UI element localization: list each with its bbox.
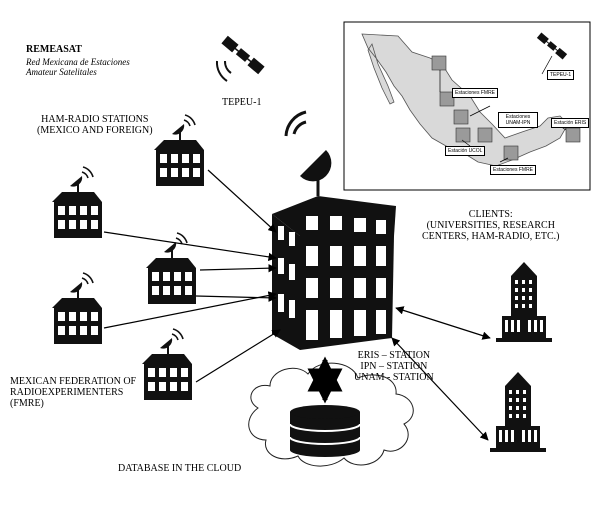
- fmre-label-line-3: (FMRE): [10, 398, 44, 409]
- map-label-fmre-south: Estaciones FMRE: [490, 165, 537, 175]
- ham-station-lower-left: [51, 272, 103, 345]
- ham-station-left: [51, 166, 103, 239]
- central-station-building: [272, 110, 396, 350]
- subtitle: Red Mexicana de Estaciones Amateur Satel…: [26, 57, 130, 77]
- client-arrows: [391, 306, 491, 441]
- central-station-label: ERIS – STATION IPN – STATION UNAM - STAT…: [354, 350, 434, 383]
- clients-label-line-3: CENTERS, HAM-RADIO, ETC.): [422, 231, 560, 242]
- fmre-label: MEXICAN FEDERATION OF RADIOEXPERIMENTERS…: [10, 376, 136, 409]
- ham-stations-label: HAM-RADIO STATIONS (MEXICO AND FOREIGN): [37, 114, 153, 136]
- clients-label-line-2: (UNIVERSITIES, RESEARCH: [426, 220, 555, 231]
- fmre-label-line-2: RADIOEXPERIMENTERS: [10, 387, 124, 398]
- station-arrows: [103, 169, 281, 383]
- mexico-map-outline: [361, 33, 569, 167]
- map-label-eris: Estación ERIS: [551, 118, 590, 128]
- ham-station-bottom: [141, 328, 193, 401]
- ham-station-middle: [145, 232, 197, 305]
- database-icon: [289, 405, 361, 457]
- ham-label-line-1: HAM-RADIO STATIONS: [41, 114, 149, 125]
- ham-station-top: [153, 114, 205, 187]
- client-university-1: [496, 262, 552, 342]
- satellite-icon: [215, 34, 266, 82]
- client-university-2: [490, 372, 546, 452]
- fmre-label-line-1: MEXICAN FEDERATION OF: [10, 376, 137, 387]
- subtitle-line-2: Amateur Satelitales: [26, 67, 97, 77]
- map-label-tepeu: TEPEU-1: [547, 70, 575, 80]
- map-inset: [343, 21, 591, 191]
- page-title: REMEASAT: [26, 44, 82, 55]
- subtitle-line-1: Red Mexicana de Estaciones: [26, 57, 130, 67]
- central-label-line-1: ERIS – STATION: [357, 350, 431, 361]
- map-label-unam-ipn: Estaciones UNAM-IPN: [498, 112, 538, 128]
- ham-label-line-2: (MEXICO AND FOREIGN): [37, 125, 153, 136]
- map-label-fmre-north: Estaciones FMRE: [452, 88, 499, 98]
- clients-label: CLIENTS: (UNIVERSITIES, RESEARCH CENTERS…: [422, 209, 560, 242]
- database-label: DATABASE IN THE CLOUD: [118, 463, 242, 474]
- satellite-label: TEPEU-1: [222, 97, 262, 108]
- central-label-line-3: UNAM - STATION: [354, 372, 434, 383]
- central-label-line-2: IPN – STATION: [360, 361, 428, 372]
- map-label-ucol: Estación UCOL: [445, 146, 486, 156]
- clients-label-line-1: CLIENTS:: [468, 209, 513, 220]
